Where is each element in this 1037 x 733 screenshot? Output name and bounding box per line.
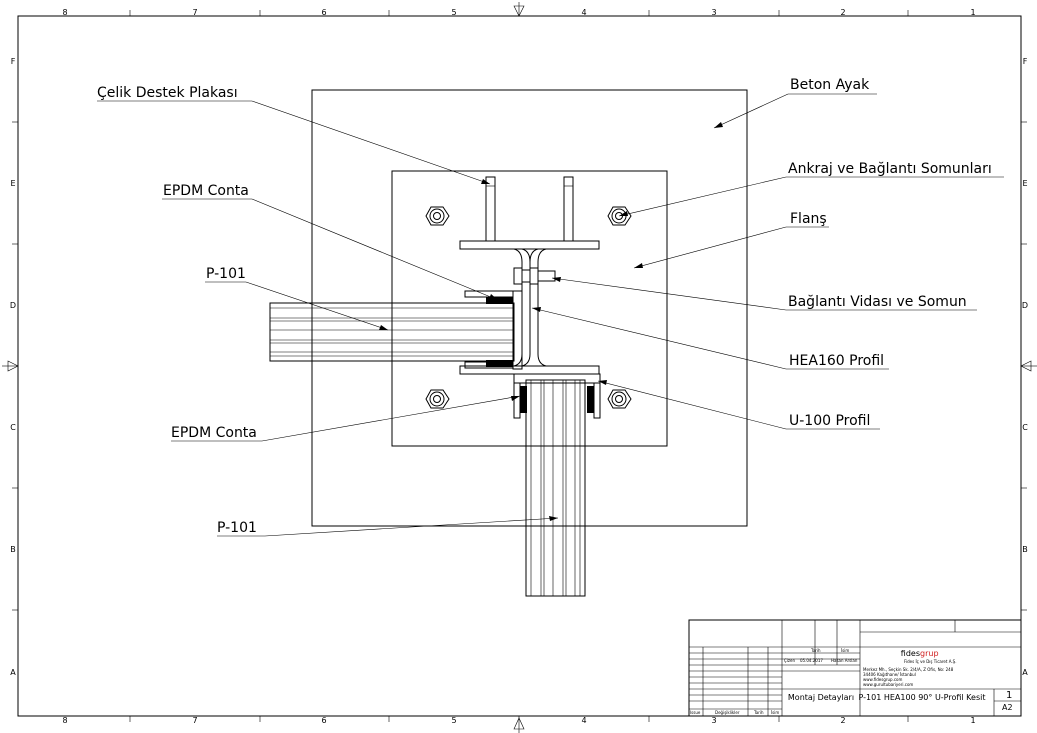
leader-lines — [97, 93, 1004, 537]
tb-sheet-no: 1 — [1006, 690, 1012, 701]
stiffener-plate-right — [563, 176, 574, 242]
label-p101-bottom: P-101 — [217, 520, 257, 536]
zone-col-label: 7 — [192, 716, 197, 725]
zone-row-labels-right: F E D C B A — [1022, 57, 1028, 677]
zone-col-label: 4 — [581, 716, 586, 725]
hea160-profile — [459, 240, 600, 375]
zone-row-label: B — [1022, 545, 1028, 554]
epdm-gasket-top — [486, 297, 513, 304]
anchor-nut-top-left — [425, 206, 450, 226]
zone-column-labels-top: 8 7 6 5 4 3 2 1 — [62, 8, 975, 17]
label-ankraj-somunlari: Ankraj ve Bağlantı Somunları — [788, 161, 992, 177]
zone-row-label: E — [10, 179, 15, 188]
steel-base-plate — [391, 170, 668, 447]
title-block: Tarih İsim Çizen 05.04.2017 Hasan Arslan… — [688, 619, 1022, 717]
zone-row-labels-left: F E D C B A — [10, 57, 16, 677]
zone-row-label: A — [10, 668, 16, 677]
zone-row-label: D — [10, 301, 16, 310]
epdm-gasket-left — [520, 386, 527, 413]
tb-address-2: 34406 Kağıthane/ İstanbul — [863, 672, 916, 677]
anchor-nut-bottom-right — [607, 389, 632, 409]
label-epdm-conta-bottom: EPDM Conta — [171, 425, 257, 441]
zone-col-label: 2 — [840, 8, 845, 17]
stiffener-plate-left — [485, 176, 496, 242]
p101-panel-horizontal — [269, 302, 515, 362]
tb-row-cizen: Çizen — [784, 658, 795, 663]
tb-sheet-title: Montaj Detayları — [788, 693, 854, 702]
tb-brand-grup: grup — [920, 649, 939, 658]
label-celik-destek-plakasi: Çelik Destek Plakası — [97, 85, 238, 101]
zone-row-label: E — [1022, 179, 1027, 188]
label-epdm-conta-top: EPDM Conta — [163, 183, 249, 199]
zone-col-label: 6 — [321, 8, 326, 17]
zone-col-label: 5 — [451, 8, 456, 17]
zone-col-label: 6 — [321, 716, 326, 725]
zone-col-label: 3 — [711, 716, 716, 725]
zone-row-label: D — [1022, 301, 1028, 310]
tb-address-1: Merkez Mh., Seçkin Sk. 2/4/A, Z Ofis, No… — [863, 667, 954, 672]
zone-col-label: 8 — [62, 716, 67, 725]
zone-col-label: 7 — [192, 8, 197, 17]
label-flans: Flanş — [790, 211, 827, 227]
tb-web-1: www.fidesgrup.com — [863, 677, 902, 682]
label-p101-left: P-101 — [206, 266, 246, 282]
tb-brand-fides: fides — [901, 649, 920, 658]
zone-row-label: F — [1023, 57, 1028, 66]
zone-col-label: 5 — [451, 716, 456, 725]
label-u100-profil: U-100 Profil — [789, 413, 870, 429]
zone-col-label: 2 — [840, 716, 845, 725]
tb-footer-tarih: Tarih — [753, 710, 764, 715]
tb-web-2: www.gurultubariyeri.com — [863, 682, 913, 687]
tb-company-name: Fides İç ve Dış Ticaret A.Ş. — [904, 659, 956, 664]
zone-row-label: F — [11, 57, 16, 66]
label-baglanti-vidasi: Bağlantı Vidası ve Somun — [788, 294, 967, 310]
label-beton-ayak: Beton Ayak — [790, 77, 870, 93]
epdm-gasket-right — [587, 386, 594, 413]
anchor-nut-bottom-left — [425, 389, 450, 409]
epdm-gasket-bottom — [486, 360, 513, 367]
zone-column-labels-bottom: 8 7 6 5 4 3 2 1 — [62, 716, 975, 725]
zone-col-label: 4 — [581, 8, 586, 17]
tb-date: 05.04.2017 — [800, 658, 823, 663]
tb-footer-changes: Değişiklikler — [715, 710, 740, 715]
zone-col-label: 1 — [970, 8, 975, 17]
label-hea160-profil: HEA160 Profil — [789, 353, 884, 369]
tb-col-tarih: Tarih — [810, 648, 821, 653]
tb-col-isim: İsim — [841, 648, 849, 653]
tb-footer-isim: İsim — [771, 710, 779, 715]
zone-col-label: 8 — [62, 8, 67, 17]
zone-col-label: 1 — [970, 716, 975, 725]
zone-row-label: C — [10, 423, 16, 432]
tb-drawing-title: P-101 HEA100 90° U-Profil Kesit — [859, 693, 986, 702]
connection-bolt — [513, 267, 556, 285]
zone-ticks — [12, 10, 1027, 722]
zone-row-label: A — [1022, 668, 1028, 677]
zone-col-label: 3 — [711, 8, 716, 17]
zone-row-label: B — [10, 545, 16, 554]
zone-row-label: C — [1022, 423, 1028, 432]
p101-panel-vertical — [525, 379, 586, 597]
tb-drawn-by: Hasan Arslan — [831, 658, 858, 663]
tb-footer-issue: Issue — [690, 710, 701, 715]
tb-paper-size: A2 — [1002, 703, 1013, 712]
